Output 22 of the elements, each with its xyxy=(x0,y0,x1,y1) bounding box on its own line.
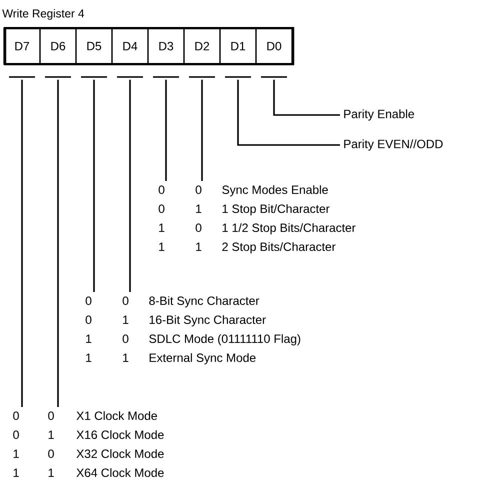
connector-line xyxy=(165,80,167,181)
field-label: Parity EVEN//ODD xyxy=(344,139,443,151)
connector-line xyxy=(237,80,340,146)
bit-value-table: 0 0 X1 Clock Mode 0 1 X16 Clock Mode 1 0 X32 Clock Mode 1 1 X64 Clock Mode xyxy=(13,411,164,477)
bit-value-table: 0 0 Sync Modes Enable 0 1 1 Stop Bit/Character 1 0 1 1/2 Stop Bits/Character 1 1 2 Stop Bits/Character xyxy=(158,185,356,254)
node-label: Write Register 4 xyxy=(2,9,84,20)
connector-line xyxy=(129,80,131,292)
bit-cell: D7 xyxy=(3,28,41,65)
bit-cell: D0 xyxy=(255,28,293,65)
bit-value-table: 0 0 8-Bit Sync Character 0 1 16-Bit Sync Character 1 0 SDLC Mode (01111110 Flag) 1 1 External Sync Mode xyxy=(86,296,300,364)
connector-line xyxy=(57,80,59,407)
bit-cell: D3 xyxy=(147,28,185,65)
connector-line xyxy=(201,80,203,181)
connector-line xyxy=(273,80,340,116)
connector-line xyxy=(93,80,95,292)
field-label: Parity Enable xyxy=(344,109,414,121)
bit-cell: D1 xyxy=(219,28,257,65)
connector-line xyxy=(21,80,23,407)
bit-cell: D2 xyxy=(183,28,221,65)
bit-cell: D6 xyxy=(39,28,77,65)
bit-cell: D4 xyxy=(111,28,149,65)
bit-cell: D5 xyxy=(75,28,113,65)
